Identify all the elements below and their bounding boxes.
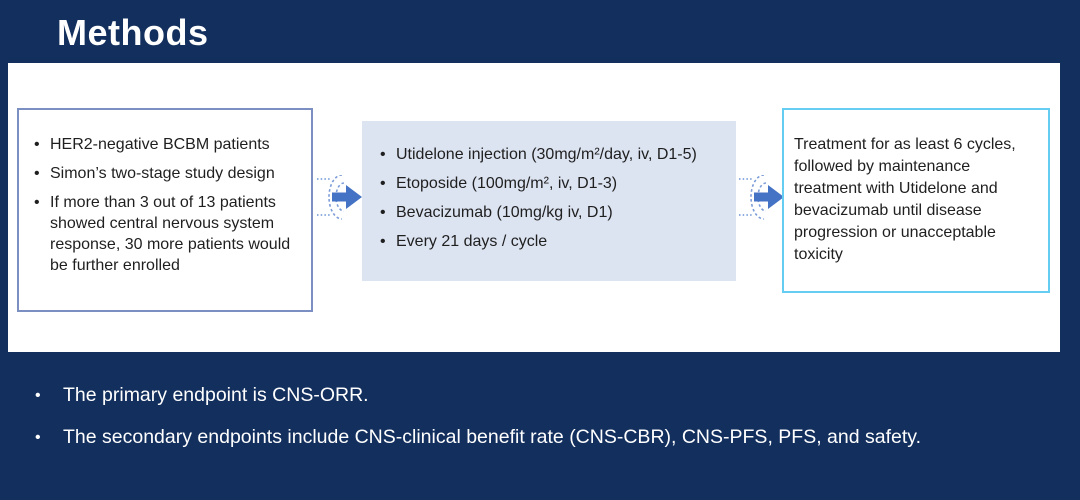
- content-panel: HER2-negative BCBM patientsSimon’s two-s…: [8, 63, 1060, 352]
- list-item: Etoposide (100mg/m², iv, D1-3): [375, 173, 732, 194]
- list-item: Every 21 days / cycle: [375, 231, 732, 252]
- page-title: Methods: [57, 12, 209, 53]
- treatment-box: Treatment for as least 6 cycles, followe…: [782, 108, 1050, 293]
- list-item: HER2-negative BCBM patients: [29, 134, 305, 155]
- list-item: Simon’s two-stage study design: [29, 163, 305, 184]
- list-item: The primary endpoint is CNS-ORR.: [33, 383, 921, 408]
- regimen-list: Utidelone injection (30mg/m²/day, iv, D1…: [375, 144, 732, 252]
- flow-arrow-icon: [317, 175, 362, 220]
- patients-list: HER2-negative BCBM patientsSimon’s two-s…: [29, 134, 305, 276]
- list-item: The secondary endpoints include CNS-clin…: [33, 425, 921, 450]
- flow-arrow-icon: [739, 175, 784, 220]
- patients-box: HER2-negative BCBM patientsSimon’s two-s…: [17, 108, 313, 312]
- list-item: Utidelone injection (30mg/m²/day, iv, D1…: [375, 144, 732, 165]
- endpoints-list: The primary endpoint is CNS-ORR. The seco…: [33, 383, 921, 467]
- list-item: Bevacizumab (10mg/kg iv, D1): [375, 202, 732, 223]
- list-item: If more than 3 out of 13 patients showed…: [29, 192, 305, 276]
- treatment-text: Treatment for as least 6 cycles, followe…: [794, 136, 1016, 263]
- regimen-box: Utidelone injection (30mg/m²/day, iv, D1…: [362, 121, 736, 281]
